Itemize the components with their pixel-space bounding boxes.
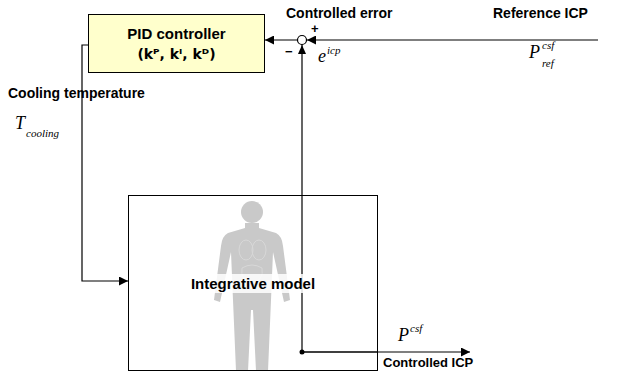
sign-plus: + — [311, 22, 319, 36]
summing-junction — [298, 36, 307, 45]
branch-dot — [300, 350, 305, 355]
model-box: Integrative model — [128, 195, 378, 371]
math-superscript: icp — [327, 44, 340, 56]
math-symbol: P — [398, 326, 409, 346]
math-subscript: cooling — [26, 127, 59, 139]
organ-outline — [252, 240, 266, 260]
reference-arrow — [307, 39, 598, 40]
parameter-list: (kᴾ, kᴵ, kᴰ) — [137, 46, 215, 62]
math-superscript: csf — [410, 322, 422, 334]
math-superscript: csf — [542, 39, 554, 51]
feedback-arrowhead — [298, 45, 306, 54]
node-title: PID controller — [127, 25, 225, 42]
math-symbol: P — [529, 43, 540, 63]
signal-name: Cooling temperature — [8, 86, 145, 101]
node-title: Integrative model — [187, 274, 319, 293]
signal-name: Controlled ICP — [383, 356, 473, 370]
organ-outline — [239, 240, 253, 260]
output-arrow — [302, 351, 470, 352]
signal-connector — [265, 40, 378, 352]
signal-connector — [82, 45, 128, 281]
math-symbol: e — [318, 47, 326, 67]
silhouette-head — [241, 201, 263, 223]
controller-box: PID controller (kᴾ, kᴵ, kᴰ) — [88, 14, 265, 73]
sign-minus: − — [285, 45, 293, 59]
math-subscript: ref — [542, 57, 554, 69]
math-symbol: T — [15, 114, 25, 134]
signal-name: Reference ICP — [493, 6, 588, 21]
silhouette-body — [214, 223, 290, 371]
signal-name: Controlled error — [286, 6, 393, 21]
